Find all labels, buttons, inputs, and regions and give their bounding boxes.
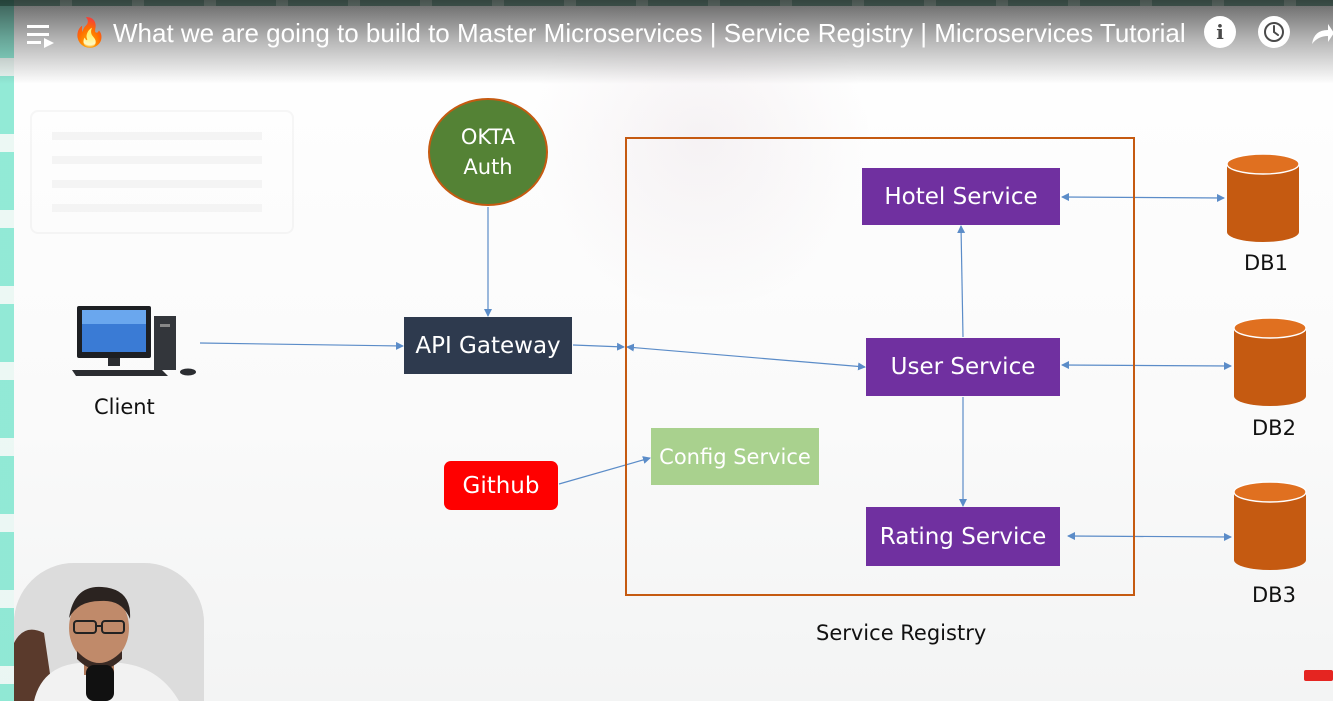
- api-gateway-node: API Gateway: [404, 317, 572, 374]
- presenter-image: [14, 563, 204, 701]
- clock-hands: [1264, 22, 1284, 42]
- arrow-user-to-hotel: [957, 225, 966, 338]
- service-registry-frame: [625, 137, 1135, 596]
- db1-label: DB1: [1244, 251, 1288, 275]
- database-icon-db1: [1226, 153, 1300, 242]
- video-title[interactable]: What we are going to build to Master Mic…: [113, 18, 1186, 48]
- share-icon[interactable]: [1308, 18, 1333, 48]
- arrow-user-db2: [1061, 361, 1232, 370]
- github-node: Github: [444, 461, 558, 510]
- okta-label-line2: Auth: [463, 155, 513, 179]
- service-registry-label: Service Registry: [816, 621, 987, 645]
- okta-label-line1: OKTA: [460, 125, 516, 149]
- rating-service-node: Rating Service: [866, 507, 1060, 566]
- okta-auth-node: OKTA Auth: [428, 98, 548, 206]
- hotel-service-node: Hotel Service: [862, 168, 1060, 225]
- arrow-github-to-config: [558, 456, 651, 485]
- fire-icon: 🔥: [72, 17, 107, 48]
- database-icon-db3: [1233, 481, 1307, 570]
- arrow-gateway-to-registry: [572, 342, 625, 351]
- db2-label: DB2: [1252, 416, 1296, 440]
- database-icon-db2: [1233, 317, 1307, 406]
- client-label: Client: [94, 395, 155, 419]
- arrow-rating-db3: [1067, 532, 1232, 541]
- arrow-hotel-db1: [1061, 193, 1225, 202]
- background-stripe: [0, 0, 14, 701]
- video-title-bar: 🔥 What we are going to build to Master M…: [0, 0, 1333, 84]
- config-service-node: Config Service: [651, 428, 819, 485]
- subscribe-badge[interactable]: [1304, 670, 1333, 681]
- computer-icon: [72, 306, 196, 376]
- user-service-node: User Service: [866, 338, 1060, 396]
- clock-icon[interactable]: [1258, 16, 1290, 48]
- background-watermark: [30, 110, 294, 234]
- info-icon[interactable]: i: [1204, 16, 1236, 48]
- arrow-registry-user: [626, 343, 866, 371]
- presenter-webcam: [14, 563, 204, 701]
- playlist-icon[interactable]: [26, 22, 56, 48]
- db3-label: DB3: [1252, 583, 1296, 607]
- arrow-client-to-gateway: [199, 341, 404, 350]
